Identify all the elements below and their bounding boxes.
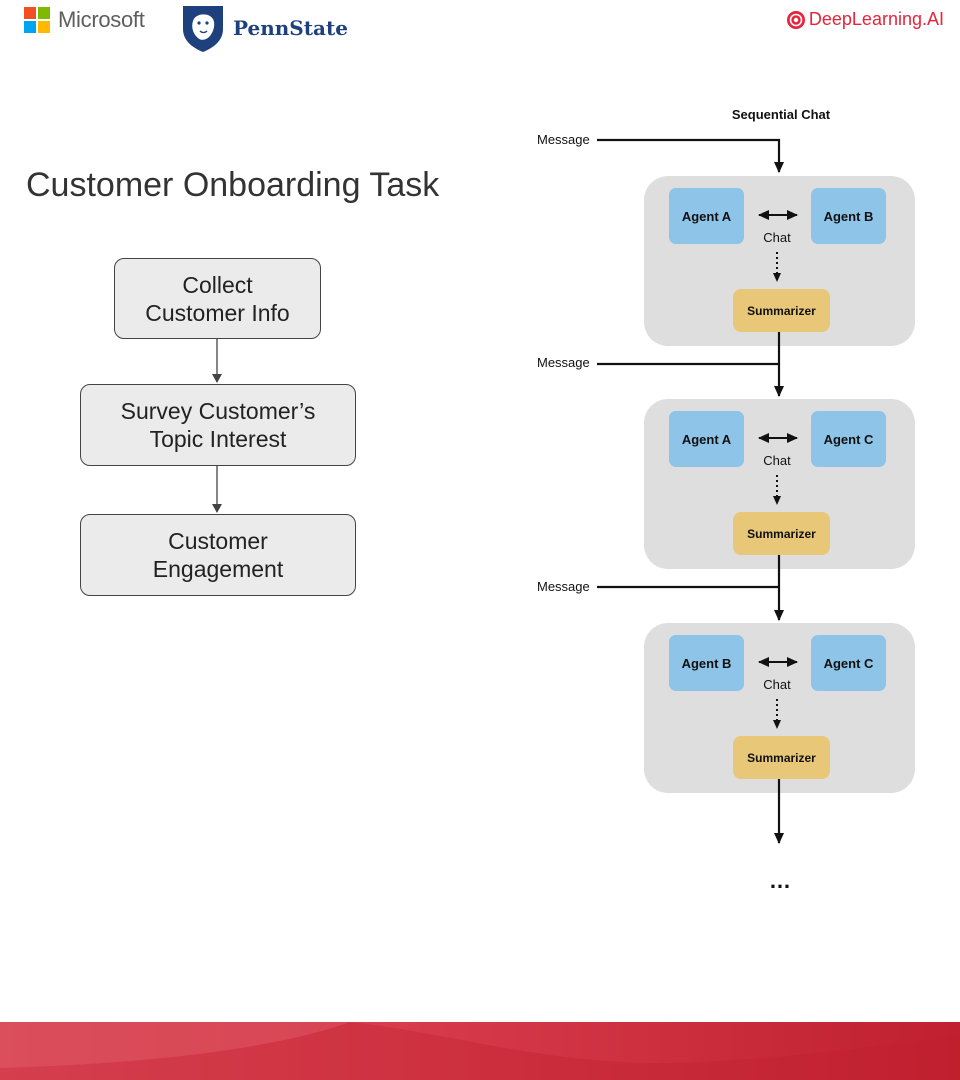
footer-decoration (0, 1022, 960, 1080)
agent-left-label: Agent B (682, 656, 732, 671)
summarizer-label: Summarizer (747, 751, 816, 765)
summarizer-label: Summarizer (747, 304, 816, 318)
deeplearning-mark-icon (786, 10, 805, 29)
agent-right-label: Agent C (824, 656, 874, 671)
message-label: Message (537, 355, 590, 370)
agent-right-box (811, 635, 886, 691)
agent-left-box (669, 635, 744, 691)
chat-label: Chat (763, 677, 791, 692)
message-label: Message (537, 579, 590, 594)
message-arrow (597, 138, 784, 173)
agent-right-label: Agent B (824, 209, 874, 224)
agent-left-box (669, 188, 744, 244)
agent-left-label: Agent A (682, 432, 732, 447)
flow-step-line: Topic Interest (149, 426, 287, 452)
microsoft-squares-icon (24, 7, 50, 33)
slide-title: Customer Onboarding Task (26, 166, 440, 204)
logo-bar: Microsoft PennState DeepLearning.AI (0, 0, 960, 60)
agent-right-box (811, 188, 886, 244)
pennstate-logo: PennState (179, 3, 348, 53)
summarizer-box (733, 736, 830, 779)
flow-step-line: Survey Customer’s (120, 398, 316, 424)
diagram-title: Sequential Chat (732, 107, 831, 122)
summarizer-box (733, 289, 830, 332)
chat-group-1: Message Agent A Agent B Chat Summarizer (537, 132, 915, 346)
flow-step-collect-info: Collect Customer Info (114, 258, 321, 339)
deeplearning-logo: DeepLearning.AI (786, 9, 944, 30)
agent-right-label: Agent C (824, 432, 874, 447)
agent-left-label: Agent A (682, 209, 732, 224)
flow-step-engagement: Customer Engagement (80, 514, 356, 596)
agent-left-box (669, 411, 744, 467)
message-label: Message (537, 132, 590, 147)
flow-step-line: Customer (168, 528, 268, 554)
chat-group-3: Message Agent B Agent C Chat Summarizer (537, 555, 915, 793)
continuation-ellipsis: … (769, 868, 791, 893)
flow-step-line: Collect (182, 271, 253, 298)
chat-label: Chat (763, 230, 791, 245)
chat-label: Chat (763, 453, 791, 468)
chat-group-2: Message Agent A Agent C Chat Summarizer (537, 332, 915, 569)
microsoft-logo-text: Microsoft (58, 7, 145, 32)
flow-step-line: Customer Info (145, 299, 290, 326)
pennstate-logo-text: PennState (233, 16, 348, 40)
deeplearning-logo-text: DeepLearning.AI (808, 9, 944, 29)
agent-right-box (811, 411, 886, 467)
pennstate-shield-icon (183, 6, 223, 52)
microsoft-logo: Microsoft (24, 7, 145, 33)
flow-step-survey-interest: Survey Customer’s Topic Interest (80, 384, 356, 466)
summarizer-label: Summarizer (747, 527, 816, 541)
flow-step-line: Engagement (152, 556, 284, 582)
summarizer-box (733, 512, 830, 555)
